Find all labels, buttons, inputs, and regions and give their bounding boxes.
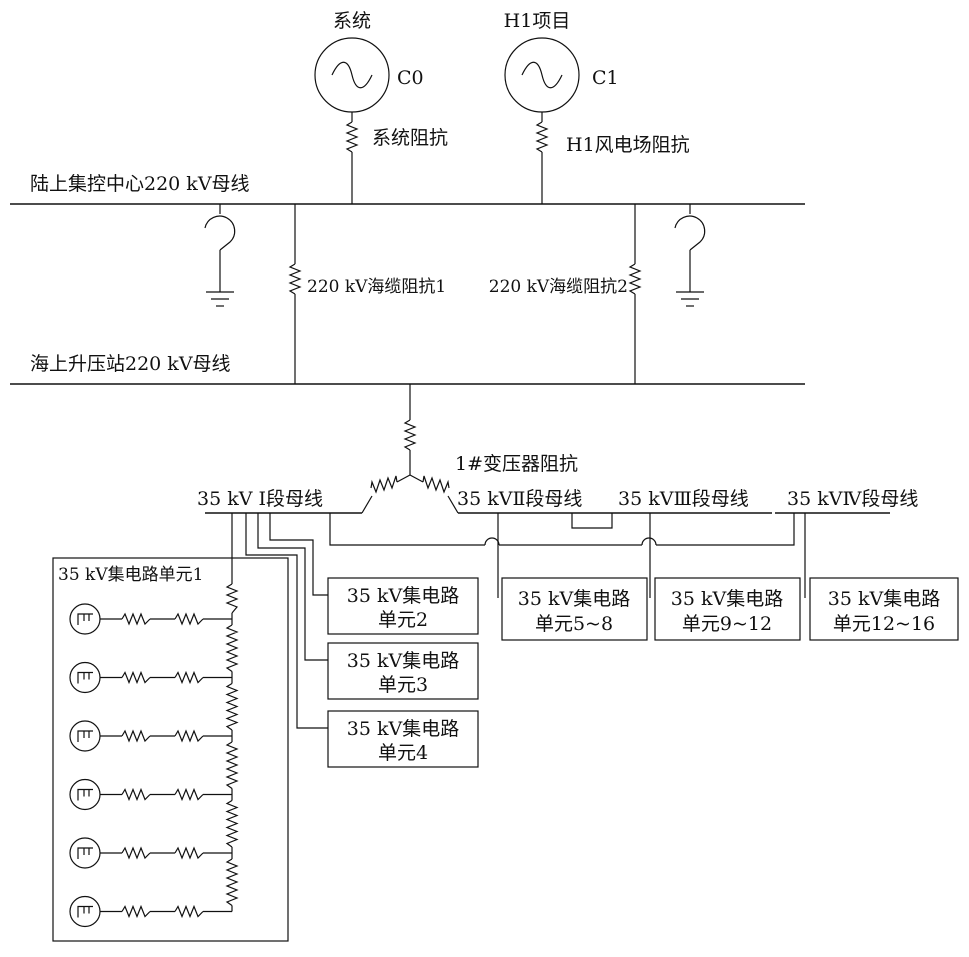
collector-unit-1: 35 kV集电路单元1 (52, 513, 289, 942)
unit-box-range: 单元2 (378, 609, 428, 631)
branch-impedance-resistor (121, 904, 151, 919)
branch-impedance-resistor (121, 612, 151, 626)
feeder-links-seg1 (245, 513, 328, 729)
branch-impedance-resistor (174, 670, 204, 685)
bus-seg1-label: 35 kV Ⅰ段母线 (197, 488, 323, 510)
transformer-lv1-resistor (370, 475, 398, 494)
grounding-reactor-right (674, 204, 706, 307)
unit-box-range: 单元9~12 (682, 613, 772, 635)
branch-impedance-resistor (174, 787, 204, 802)
system-impedance-resistor (345, 121, 359, 153)
h1-impedance-resistor (535, 121, 549, 153)
unit-box-title: 35 kV集电路 (347, 585, 459, 607)
unit-box-4[interactable]: 35 kV集电路 单元4 (327, 710, 479, 768)
branch-impedance-resistor (174, 904, 204, 919)
h1-impedance-label: H1风电场阻抗 (566, 134, 690, 156)
sine-wave-icon (521, 61, 563, 89)
transformer-lv2-resistor (422, 475, 450, 494)
branch-impedance-resistor (121, 787, 151, 802)
unit-box-range: 单元3 (378, 674, 428, 696)
string-impedance-resistor (225, 858, 239, 906)
branch-impedance-resistor (174, 612, 204, 626)
unit-box-5-8[interactable]: 35 kV集电路 单元5~8 (501, 577, 648, 641)
cable1-impedance-resistor (288, 263, 302, 295)
collector-string (69, 578, 239, 928)
turbine-symbol-icon (77, 730, 93, 742)
reactor-icon (204, 215, 236, 251)
grounding-reactor-left (204, 204, 236, 307)
turbine-symbol-icon (77, 788, 93, 801)
onshore-bus-label: 陆上集控中心220 kV母线 (30, 173, 250, 195)
unit-box-12-16[interactable]: 35 kV集电路 单元12~16 (809, 577, 959, 641)
transformer-1: 1#变压器阻抗 (361, 384, 578, 514)
unit-box-range: 单元5~8 (535, 613, 613, 635)
turbine-symbol-icon (77, 905, 93, 918)
sine-wave-icon (331, 61, 373, 89)
unit-box-title: 35 kV集电路 (347, 650, 459, 672)
offshore-bus-label: 海上升压站220 kV母线 (30, 353, 231, 375)
unit-box-range: 单元4 (378, 742, 428, 764)
unit-box-title: 35 kV集电路 (828, 588, 940, 610)
transformer-hv-resistor (403, 419, 417, 451)
source-h1: H1项目 C1 H1风电场阻抗 (504, 10, 690, 204)
string-impedance-resistor (225, 624, 239, 672)
reactor-icon (674, 215, 706, 251)
unit-box-title: 35 kV集电路 (347, 718, 459, 740)
cable-2: 220 kV海缆阻抗2 (489, 204, 642, 384)
branch-impedance-resistor (174, 846, 204, 860)
cable1-impedance-label: 220 kV海缆阻抗1 (307, 277, 446, 297)
source-system: 系统 C0 系统阻抗 (314, 10, 448, 204)
string-impedance-resistor (225, 682, 239, 731)
string-impedance-resistor (225, 799, 239, 848)
string-impedance-resistor (225, 741, 239, 789)
bus-seg4-label: 35 kVⅣ段母线 (787, 488, 918, 510)
cable2-impedance-label: 220 kV海缆阻抗2 (489, 277, 628, 297)
unit-box-range: 单元12~16 (833, 613, 935, 635)
source-system-tag: C0 (397, 67, 424, 89)
collector-unit-1-frame (52, 557, 289, 942)
branch-impedance-resistor (121, 670, 151, 685)
cable2-impedance-resistor (628, 263, 642, 295)
collector-unit-1-title: 35 kV集电路单元1 (58, 565, 203, 585)
unit-box-9-12[interactable]: 35 kV集电路 单元9~12 (654, 577, 801, 641)
string-impedance-resistor (225, 583, 239, 614)
branch-impedance-resistor (121, 846, 151, 860)
unit-box-title: 35 kV集电路 (671, 588, 783, 610)
source-system-label: 系统 (333, 10, 371, 32)
unit-box-3[interactable]: 35 kV集电路 单元3 (327, 642, 479, 700)
bus-tie-2-3 (571, 513, 613, 529)
turbine-symbol-icon (77, 847, 93, 859)
transformer-impedance-label: 1#变压器阻抗 (455, 453, 578, 475)
bus-tie-1-4 (329, 513, 795, 546)
branch-impedance-resistor (121, 729, 151, 743)
turbine-symbol-icon (77, 671, 93, 684)
system-impedance-label: 系统阻抗 (372, 127, 448, 149)
cable-1: 220 kV海缆阻抗1 (288, 204, 446, 384)
branch-impedance-resistor (174, 729, 204, 743)
bus-seg2-label: 35 kVⅡ段母线 (457, 488, 582, 510)
unit-box-title: 35 kV集电路 (518, 588, 630, 610)
bus-seg3-label: 35 kVⅢ段母线 (618, 488, 749, 510)
source-h1-label: H1项目 (504, 10, 571, 32)
unit-box-2[interactable]: 35 kV集电路 单元2 (327, 577, 479, 635)
turbine-symbol-icon (77, 613, 93, 625)
source-h1-tag: C1 (592, 67, 619, 89)
